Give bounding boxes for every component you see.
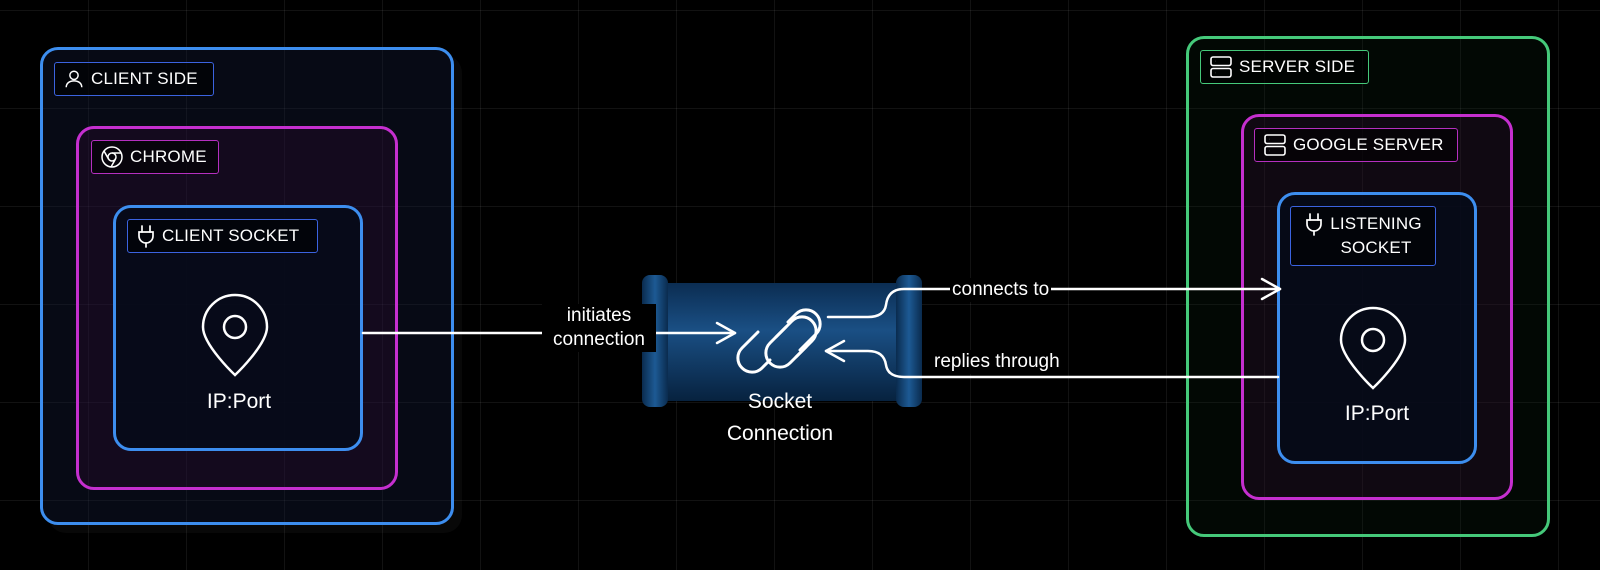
user-icon — [65, 70, 83, 88]
server-ip-port-label: IP:Port — [1344, 402, 1410, 425]
socket-connection-pipe — [642, 275, 922, 407]
listening-socket-title-line2: SOCKET — [1340, 238, 1412, 257]
plug-icon — [1306, 213, 1323, 236]
listening-socket-title: LISTENING SOCKET — [1330, 212, 1422, 260]
client-side-title: CLIENT SIDE — [91, 69, 198, 88]
socket-connection-line2: Connection — [726, 422, 834, 445]
initiates-label-line1: initiates — [566, 305, 632, 326]
listening-socket-label: LISTENING SOCKET — [1290, 206, 1436, 266]
replies-through-label: replies through — [932, 350, 1062, 374]
location-pin-icon — [1339, 306, 1407, 390]
socket-connection-label: Socket Connection — [700, 386, 860, 450]
link-icon — [736, 308, 822, 374]
client-socket-label: CLIENT SOCKET — [127, 219, 318, 253]
edge-connects-to — [826, 277, 1282, 319]
server-side-title: SERVER SIDE — [1239, 57, 1356, 76]
server-icon — [1210, 56, 1232, 78]
google-server-label: GOOGLE SERVER — [1254, 128, 1458, 162]
google-server-title: GOOGLE SERVER — [1293, 135, 1444, 154]
server-icon — [1264, 134, 1286, 156]
listening-socket-title-line1: LISTENING — [1330, 214, 1422, 233]
chrome-title: CHROME — [130, 147, 207, 166]
initiates-label-line2: connection — [553, 329, 645, 350]
chrome-label: CHROME — [91, 140, 219, 174]
client-side-label: CLIENT SIDE — [54, 62, 214, 96]
client-ip-port-label: IP:Port — [206, 390, 272, 413]
edge-replies-through — [824, 339, 1280, 379]
socket-connection-line1: Socket — [747, 390, 813, 413]
initiates-connection-label: initiates connection — [542, 304, 656, 352]
plug-icon — [138, 225, 154, 248]
chrome-icon — [101, 146, 123, 168]
server-side-label: SERVER SIDE — [1200, 50, 1369, 84]
client-socket-title: CLIENT SOCKET — [162, 226, 300, 245]
location-pin-icon — [201, 293, 269, 377]
connects-to-label: connects to — [950, 278, 1052, 302]
